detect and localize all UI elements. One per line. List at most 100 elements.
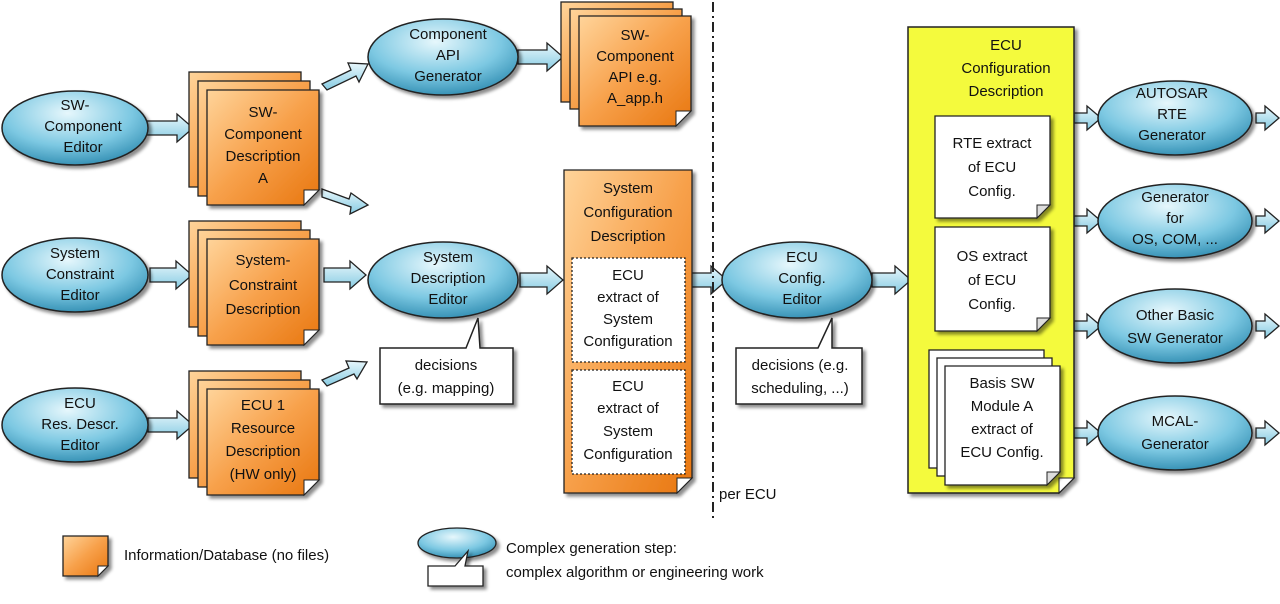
- ecu-res-descr-editor-line2: Res. Descr.: [41, 416, 119, 433]
- rte-extract-line2: of ECU: [968, 159, 1016, 176]
- basis-sw-extract-doc: Basis SW Module A extract of ECU Config.: [928, 349, 1062, 487]
- system-description-editor-line3: Editor: [428, 291, 467, 308]
- basis-sw-extract-line2: Module A: [971, 398, 1034, 415]
- ecu-configuration-title-line2: Configuration: [961, 60, 1050, 77]
- arrow-constraint-editor-to-constraint-desc: [149, 259, 193, 291]
- arrow-system-editor-to-system-config: [519, 264, 564, 296]
- autosar-rte-line2: RTE: [1157, 106, 1187, 123]
- ecu-configuration-description: ECU Configuration Description RTE extrac…: [907, 26, 1076, 495]
- system-constraint-description: System- Constraint Description: [188, 220, 321, 347]
- system-description-editor-line2: Description: [410, 270, 485, 287]
- ecu-config-editor-line2: Config.: [778, 270, 826, 287]
- autosar-rte-line3: Generator: [1138, 127, 1206, 144]
- ecu-extract-box-1: ECU extract of System Configuration: [571, 257, 686, 363]
- system-configuration-line2: Configuration: [583, 204, 672, 221]
- per-ecu-divider: per ECU: [712, 2, 777, 520]
- ecu-res-descr-editor-line1: ECU: [64, 395, 96, 412]
- os-extract-line3: Config.: [968, 296, 1016, 313]
- sw-component-description-line3: Description: [225, 148, 300, 165]
- os-extract-doc: OS extract of ECU Config.: [934, 226, 1052, 333]
- basis-sw-extract-line4: ECU Config.: [960, 444, 1043, 461]
- per-ecu-label: per ECU: [719, 486, 777, 503]
- mcal-generator: MCAL- Generator: [1097, 395, 1253, 471]
- other-basic-sw-line2: SW Generator: [1127, 330, 1223, 347]
- ecu-extract-1-line1: ECU: [612, 267, 644, 284]
- os-com-generator-line2: for: [1166, 210, 1184, 227]
- component-api-generator-line1: Component: [409, 26, 487, 43]
- arrow-ecu-editor-to-ecu-resource: [147, 409, 194, 441]
- arrow-ecu-editor-to-ecu-config: [871, 264, 912, 296]
- arrow-constraint-desc-to-system-editor: [323, 259, 367, 291]
- ecu-config-editor: ECU Config. Editor: [721, 241, 873, 319]
- ecu1-resource-description-line2: Resource: [231, 420, 295, 437]
- arrow-sw-desc-to-api-generator: [320, 62, 370, 91]
- legend-step-item: Complex generation step: complex algorit…: [417, 527, 764, 587]
- ecu1-resource-description: ECU 1 Resource Description (HW only): [188, 370, 321, 497]
- sw-component-editor-line3: Editor: [63, 139, 102, 156]
- os-extract-line1: OS extract: [957, 248, 1029, 265]
- os-extract-line2: of ECU: [968, 272, 1016, 289]
- system-constraint-description-line2: Constraint: [229, 277, 298, 294]
- decisions-mapping-line1: decisions: [415, 357, 478, 374]
- sw-component-api-line3: API e.g.: [608, 69, 661, 86]
- os-com-generator: Generator for OS, COM, ...: [1097, 183, 1253, 259]
- rte-extract-line3: Config.: [968, 183, 1016, 200]
- ecu-extract-2-line2: extract of: [597, 400, 660, 417]
- arrow-basic-sw-generator-out: [1255, 312, 1280, 340]
- os-com-generator-line3: OS, COM, ...: [1132, 231, 1218, 248]
- system-configuration-description: System Configuration Description ECU ext…: [563, 169, 694, 495]
- arrow-ecu-config-to-basic-sw-generator: [1073, 312, 1102, 340]
- decisions-mapping-line2: (e.g. mapping): [398, 380, 495, 397]
- rte-extract-line1: RTE extract: [953, 135, 1033, 152]
- component-api-generator-line3: Generator: [414, 68, 482, 85]
- basis-sw-extract-line3: extract of: [971, 421, 1034, 438]
- ecu-extract-2-line1: ECU: [612, 378, 644, 395]
- other-basic-sw-generator: Other Basic SW Generator: [1097, 288, 1253, 364]
- arrow-sw-editor-to-sw-desc: [145, 112, 194, 144]
- component-api-generator: Component API Generator: [367, 18, 519, 96]
- autosar-rte-line1: AUTOSAR: [1136, 85, 1208, 102]
- system-description-editor: System Description Editor: [367, 241, 519, 319]
- ecu1-resource-description-line1: ECU 1: [241, 397, 285, 414]
- decisions-scheduling-line2: scheduling, ...): [751, 380, 849, 397]
- legend-database-label: Information/Database (no files): [124, 547, 329, 564]
- basis-sw-extract-line1: Basis SW: [969, 375, 1035, 392]
- sw-component-editor: SW- Component Editor: [1, 90, 149, 166]
- autosar-rte-generator: AUTOSAR RTE Generator: [1097, 80, 1253, 156]
- system-constraint-editor: System Constraint Editor: [1, 237, 149, 313]
- system-configuration-line3: Description: [590, 228, 665, 245]
- mcal-line2: Generator: [1141, 436, 1209, 453]
- flow-arrows: [145, 41, 1280, 447]
- ecu-configuration-title-line1: ECU: [990, 37, 1022, 54]
- sw-component-api: SW- Component API e.g. A_app.h: [560, 1, 693, 128]
- sw-component-description-line4: A: [258, 170, 268, 187]
- legend-step-line2: complex algorithm or engineering work: [506, 564, 764, 581]
- sw-component-description-line1: SW-: [249, 104, 278, 121]
- ecu-extract-1-line2: extract of: [597, 289, 660, 306]
- mcal-line1: MCAL-: [1152, 413, 1199, 430]
- system-constraint-editor-line3: Editor: [60, 287, 99, 304]
- system-constraint-editor-line2: Constraint: [46, 266, 115, 283]
- decisions-mapping-callout: decisions (e.g. mapping): [379, 317, 514, 405]
- arrow-api-generator-to-api: [517, 41, 564, 73]
- sw-component-description-line2: Component: [224, 126, 302, 143]
- arrow-ecu-config-to-mcal-generator: [1073, 419, 1102, 447]
- ecu-extract-2-line4: Configuration: [583, 446, 672, 463]
- ecu1-resource-description-line3: Description: [225, 443, 300, 460]
- ecu-extract-1-line4: Configuration: [583, 333, 672, 350]
- sw-component-api-line1: SW-: [621, 27, 650, 44]
- ecu-res-descr-editor: ECU Res. Descr. Editor: [1, 387, 149, 463]
- system-constraint-description-line1: System-: [235, 252, 290, 269]
- sw-component-editor-line2: Component: [44, 118, 122, 135]
- system-configuration-line1: System: [603, 180, 653, 197]
- arrow-ecu-resource-to-system-editor: [320, 360, 369, 387]
- ecu-res-descr-editor-line3: Editor: [60, 437, 99, 454]
- decisions-scheduling-line1: decisions (e.g.: [752, 357, 849, 374]
- arrow-mcal-generator-out: [1255, 419, 1280, 447]
- ecu1-resource-description-line4: (HW only): [230, 466, 297, 483]
- sw-component-api-line2: Component: [596, 48, 674, 65]
- arrow-os-generator-out: [1255, 207, 1280, 235]
- system-constraint-description-line3: Description: [225, 301, 300, 318]
- ecu-config-editor-line3: Editor: [782, 291, 821, 308]
- ecu-config-editor-line1: ECU: [786, 249, 818, 266]
